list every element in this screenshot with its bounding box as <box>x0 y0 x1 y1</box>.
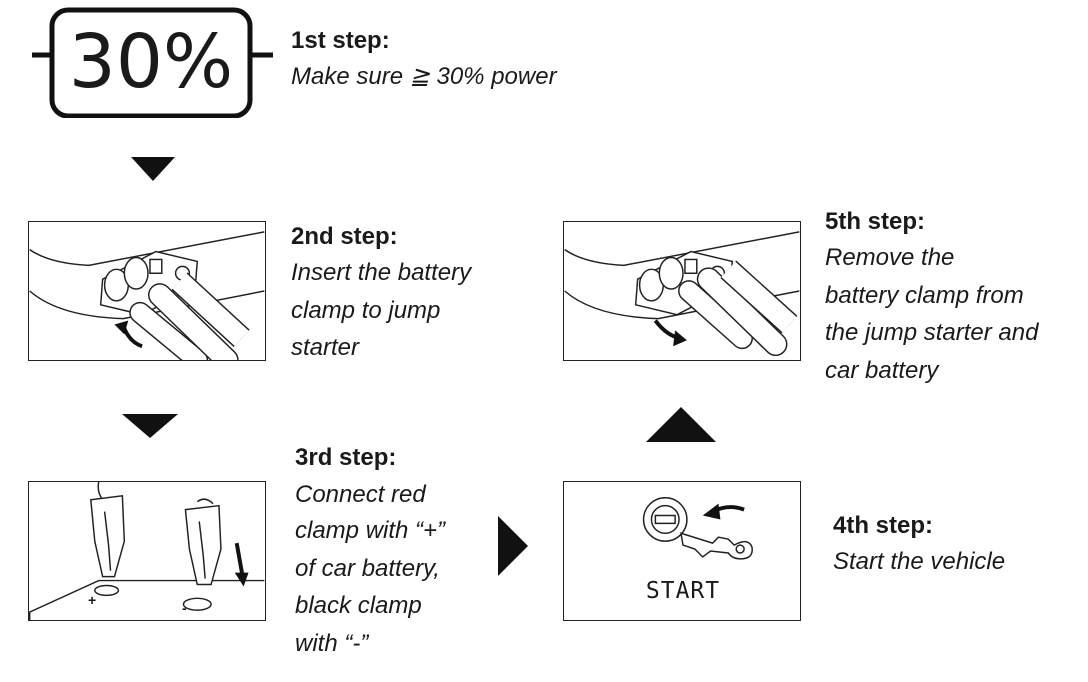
right-arrow-icon <box>498 516 528 576</box>
step-3-line-1: Connect red <box>295 481 426 508</box>
step-3-line-2: clamp with “+” <box>295 517 446 544</box>
step-4-text: Start the vehicle <box>833 548 1006 575</box>
step-5-title: 5th step: <box>825 208 926 235</box>
up-arrow-icon <box>646 407 716 442</box>
step-2-title: 2nd step: <box>291 223 398 250</box>
step-5-line-1: Remove the <box>825 244 955 271</box>
step-5-line-3: the jump starter and <box>825 319 1039 346</box>
remove-clamp-illustration <box>563 221 801 361</box>
battery-percent-text: 30% <box>68 19 234 105</box>
insert-clamp-illustration <box>28 221 266 361</box>
step-3-line-5: with “-” <box>295 630 369 657</box>
step-4-title: 4th step: <box>833 512 934 539</box>
step-3-line-4: black clamp <box>295 592 422 619</box>
step-3-title: 3rd step: <box>295 444 397 471</box>
battery-plus-sign: + <box>88 592 97 608</box>
step-5-line-4: car battery <box>825 357 939 384</box>
battery-level-badge: 30% <box>30 6 275 119</box>
down-arrow-icon <box>122 414 178 438</box>
step-1-text: Make sure ≧ 30% power <box>291 63 557 90</box>
step-1-title: 1st step: <box>291 27 390 54</box>
start-label: START <box>645 578 721 604</box>
step-2-line-2: clamp to jump <box>291 297 441 324</box>
step-2-line-3: starter <box>291 334 360 361</box>
connect-clamps-illustration: + - <box>28 481 266 621</box>
down-arrow-icon <box>131 157 175 181</box>
step-2-line-1: Insert the battery <box>291 259 472 286</box>
battery-minus-sign: - <box>182 600 187 616</box>
start-ignition-illustration: START <box>563 481 801 621</box>
step-3-line-3: of car battery, <box>295 555 440 582</box>
step-5-line-2: battery clamp from <box>825 282 1024 309</box>
